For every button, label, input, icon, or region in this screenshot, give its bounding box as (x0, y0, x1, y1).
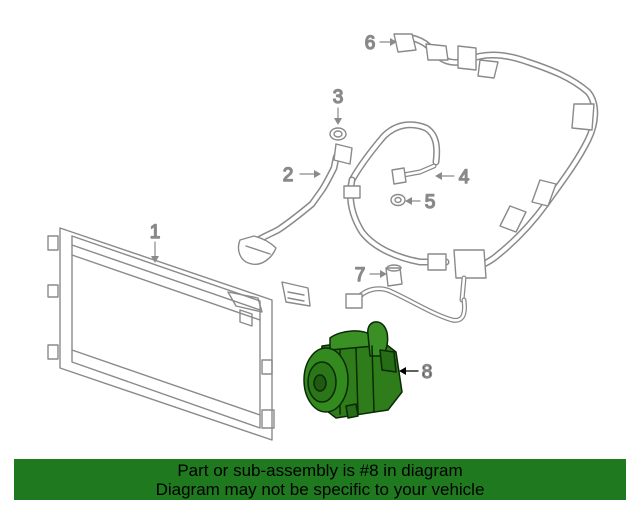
part-4-suction-line[interactable] (343, 121, 450, 266)
part-info-banner: Part or sub-assembly is #8 in diagram Di… (14, 459, 626, 500)
callout-7: 7 (355, 265, 366, 286)
part-3-o-ring[interactable] (329, 127, 347, 141)
callout-8: 8 (422, 362, 433, 383)
callout-8-leader (399, 367, 419, 375)
part-1-condenser[interactable] (47, 227, 311, 441)
part-7-fitting[interactable] (385, 264, 403, 287)
callout-5: 5 (425, 192, 436, 213)
part-6-line-assembly[interactable] (393, 33, 599, 303)
part-5-gasket[interactable] (390, 193, 406, 207)
exploded-parts-diagram: 1 2 3 4 5 6 7 8 (47, 32, 599, 441)
part-2-hose[interactable] (237, 143, 353, 265)
banner-line-part-number: Part or sub-assembly is #8 in diagram (177, 460, 463, 480)
liquid-line[interactable] (345, 286, 467, 323)
callout-6: 6 (365, 33, 376, 54)
callout-2: 2 (283, 165, 294, 186)
callout-1: 1 (150, 222, 161, 243)
callout-3: 3 (333, 87, 344, 108)
banner-line-disclaimer: Diagram may not be specific to your vehi… (155, 479, 485, 499)
callout-4: 4 (459, 167, 470, 188)
part-8-ac-compressor[interactable] (303, 321, 403, 419)
callout-leaders (151, 38, 455, 278)
